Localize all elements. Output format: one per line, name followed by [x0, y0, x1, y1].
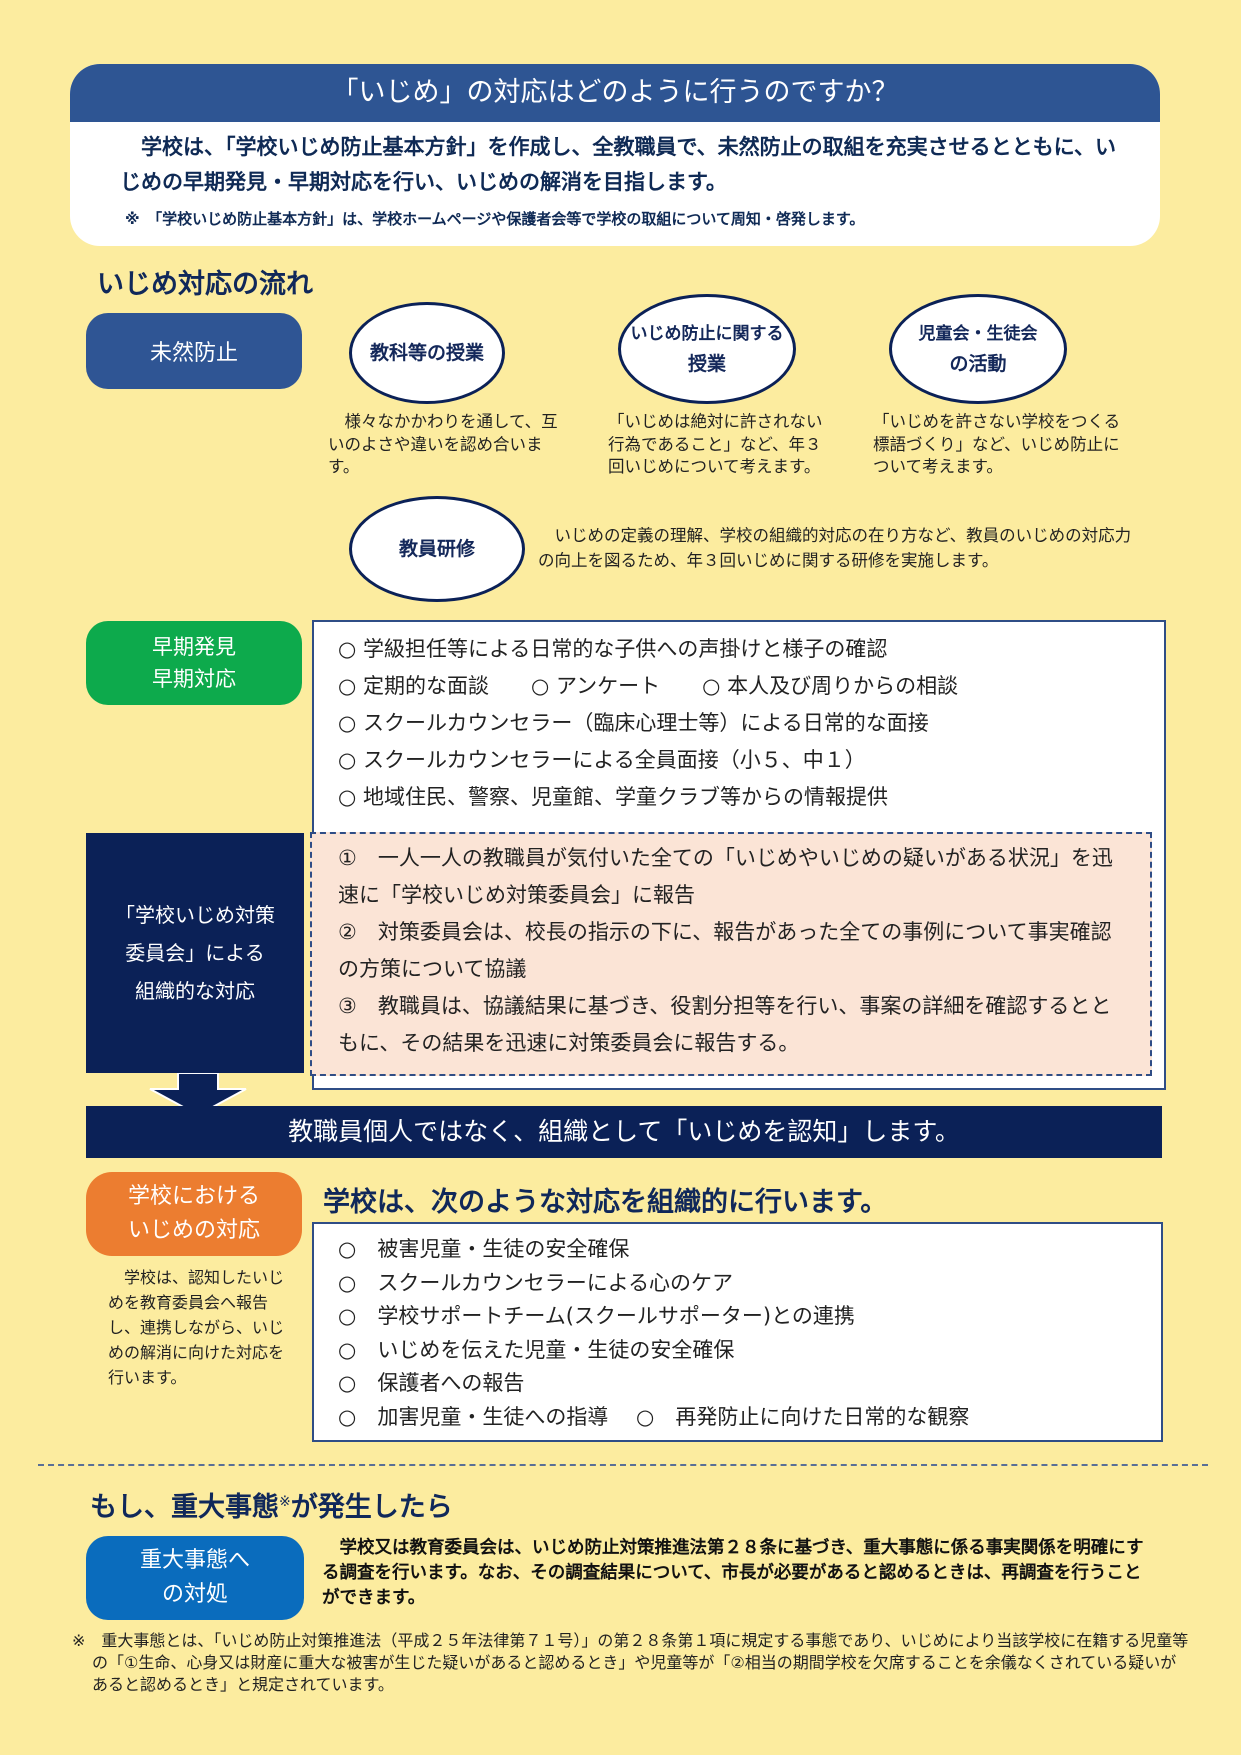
list-item: ○ 定期的な面談 ○ アンケート ○ 本人及び周りからの相談: [338, 674, 959, 698]
early-label-line1: 早期発見: [152, 635, 236, 659]
section-divider: [38, 1464, 1208, 1466]
committee-label-line3: 組織的な対応: [135, 979, 255, 1003]
early-detection-list: ○ 学級担任等による日常的な子供への声掛けと様子の確認 ○ 定期的な面談 ○ ア…: [338, 631, 958, 816]
serious-title: もし、重大事態※が発生したら: [90, 1485, 453, 1524]
committee-step: ② 対策委員会は、校長の指示の下に、報告があった全ての事例について事実確認の方策…: [338, 920, 1112, 981]
committee-step: ① 一人一人の教職員が気付いた全ての「いじめやいじめの疑いがある状況」を迅速に「…: [338, 846, 1113, 907]
header-lead: 学校は、「学校いじめ防止基本方針」を作成し、全教職員で、未然防止の取組を充実させ…: [120, 135, 1117, 194]
prevention-label-text: 未然防止: [149, 341, 238, 366]
list-item: ○ 加害児童・生徒への指導 ○ 再発防止に向けた日常的な観察: [338, 1404, 970, 1429]
serious-label: 重大事態へ の対処: [86, 1536, 304, 1620]
serious-footnote: ※ 重大事態とは、「いじめ防止対策推進法（平成２５年法律第７１号）」の第２８条第…: [72, 1631, 1189, 1694]
serious-label-line1: 重大事態へ: [139, 1548, 250, 1573]
early-detection-label: 早期発見 早期対応: [86, 621, 302, 705]
down-arrow-icon: [149, 1073, 247, 1117]
oval-text-line2: 授業: [687, 353, 726, 375]
committee-steps-box: [310, 832, 1152, 1076]
oval-text: 教員研修: [398, 538, 475, 560]
recognition-banner: 教職員個人ではなく、組織として「いじめを認知」します。: [86, 1106, 1162, 1158]
oval-text-line1: 児童会・生徒会: [918, 324, 1038, 344]
list-item: ○ スクールカウンセラーによる心のケア: [338, 1270, 734, 1295]
list-item: ○ スクールカウンセラーによる全員面接（小５、中１）: [338, 748, 866, 772]
oval-text: 教科等の授業: [369, 342, 484, 364]
committee-step: ③ 教職員は、協議結果に基づき、役割分担等を行い、事案の詳細を確認するとともに、…: [338, 994, 1112, 1055]
teacher-training-desc: いじめの定義の理解、学校の組織的対応の在り方など、教員のいじめの対応力の向上を図…: [538, 526, 1132, 570]
school-response-list: ○ 被害児童・生徒の安全確保 ○ スクールカウンセラーによる心のケア ○ 学校サ…: [338, 1233, 969, 1434]
antibullying-lessons-desc: 「いじめは絶対に許されない行為であること」など、年３回いじめについて考えます。: [608, 412, 823, 476]
school-response-desc: 学校は、認知したいじめを教育委員会へ報告し、連携しながら、いじめの解消に向けた対…: [108, 1268, 285, 1387]
response-label-line1: 学校における: [127, 1184, 260, 1209]
serious-title-pre: もし、重大事態: [90, 1492, 279, 1523]
committee-label-line2: 委員会」による: [125, 941, 265, 965]
header-note: ※ 「学校いじめ防止基本方針」は、学校ホームページや保護者会等で学校の取組につい…: [125, 210, 865, 228]
oval-student-council: 児童会・生徒会 の活動: [889, 294, 1067, 404]
response-label-line2: いじめの対応: [127, 1218, 260, 1243]
school-response-label: 学校における いじめの対応: [86, 1172, 302, 1256]
list-item: ○ いじめを伝えた児童・生徒の安全確保: [338, 1337, 735, 1362]
page-title: 「いじめ」の対応はどのように行うのですか？: [70, 64, 1160, 122]
list-item: ○ スクールカウンセラー（臨床心理士等）による日常的な面接: [338, 711, 929, 735]
subject-lessons-desc: 様々なかかわりを通して、互いのよさや違いを認め合います。: [328, 412, 558, 476]
list-item: ○ 被害児童・生徒の安全確保: [338, 1237, 630, 1261]
committee-steps: ① 一人一人の教職員が気付いた全ての「いじめやいじめの疑いがある状況」を迅速に「…: [338, 840, 1123, 1062]
header-card: 「いじめ」の対応はどのように行うのですか？ 学校は、「学校いじめ防止基本方針」を…: [70, 64, 1160, 246]
list-item: ○ 学校サポートチーム(スクールサポーター)との連携: [338, 1304, 855, 1328]
oval-subject-lessons: 教科等の授業: [349, 302, 505, 404]
school-response-box: [312, 1222, 1163, 1442]
oval-teacher-training: 教員研修: [349, 496, 525, 602]
list-item: ○ 地域住民、警察、児童館、学童クラブ等からの情報提供: [338, 785, 888, 809]
list-item: ○ 学級担任等による日常的な子供への声掛けと様子の確認: [338, 637, 888, 661]
committee-label-line1: 「学校いじめ対策: [115, 903, 275, 927]
committee-label: 「学校いじめ対策 委員会」による 組織的な対応: [86, 833, 304, 1073]
footnote-mark: ※: [279, 1494, 291, 1510]
early-label-line2: 早期対応: [152, 667, 236, 691]
oval-text-line2: の活動: [949, 353, 1007, 375]
prevention-label: 未然防止: [86, 313, 302, 389]
list-item: ○ 保護者への報告: [338, 1371, 525, 1395]
oval-text-line1: いじめ防止に関する: [630, 324, 784, 344]
oval-antibullying-lessons: いじめ防止に関する 授業: [618, 294, 796, 404]
serious-title-post: が発生したら: [290, 1492, 453, 1523]
flow-title: いじめ対応の流れ: [97, 269, 313, 300]
school-response-heading: 学校は、次のような対応を組織的に行います。: [323, 1187, 888, 1218]
serious-label-line2: の対処: [161, 1582, 228, 1607]
serious-body: 学校又は教育委員会は、いじめ防止対策推進法第２８条に基づき、重大事態に係る事実関…: [322, 1538, 1144, 1608]
student-council-desc: 「いじめを許さない学校をつくる標語づくり」など、いじめ防止について考えます。: [873, 412, 1121, 476]
